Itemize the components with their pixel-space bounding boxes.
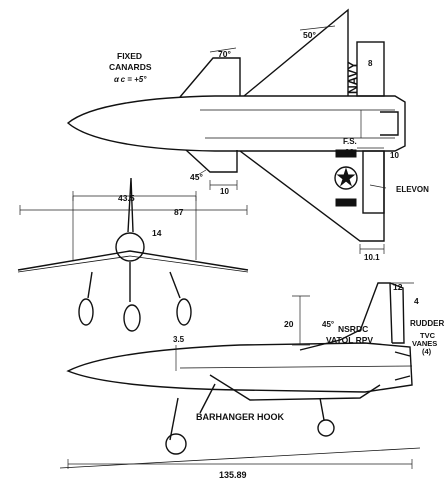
side-main-strut <box>169 397 179 441</box>
dim-10-left-line <box>209 180 238 190</box>
side-rear-wheel <box>317 419 335 437</box>
top-view: FIXED CANARDS α c = +5° 70° 50° 45° 8 10… <box>66 8 429 262</box>
front-wing <box>17 250 249 271</box>
dim-20-line <box>292 295 310 346</box>
side-tvc-vanes <box>394 351 411 381</box>
angle-50-arc <box>299 25 336 31</box>
label-rudder: RUDDER <box>410 319 444 328</box>
label-angle-45-side: 45° <box>322 320 334 329</box>
dim-10-1-line <box>359 244 385 254</box>
roundel-bar-top <box>335 149 357 158</box>
dim-135-line <box>67 459 413 469</box>
label-angle-45-top: 45° <box>190 172 203 182</box>
front-fin <box>127 177 134 233</box>
side-centerline <box>179 365 413 369</box>
side-hook <box>199 383 216 414</box>
label-fs: F.S. <box>343 137 357 146</box>
side-ground-line <box>59 447 421 469</box>
label-dim-8: 8 <box>368 59 373 68</box>
side-dorsal <box>299 329 361 351</box>
angle-45-arc <box>195 169 207 177</box>
canard-upper <box>179 57 241 98</box>
label-vanes: VANES <box>412 339 437 348</box>
front-wing-lower <box>17 255 249 273</box>
wing-upper <box>243 8 349 97</box>
front-nose-wheel <box>123 304 141 332</box>
label-vanes-count: (4) <box>422 347 432 356</box>
label-dim-87: 87 <box>174 207 184 217</box>
label-dim-3-5: 3.5 <box>173 335 185 344</box>
side-main-wheel <box>165 433 187 455</box>
dim-verticals <box>72 196 197 260</box>
label-dim-4: 4 <box>414 296 419 306</box>
label-fs-val: 98 <box>345 148 354 157</box>
front-gear-left-strut <box>87 271 93 299</box>
front-gear-left-wheel <box>78 298 94 326</box>
label-vatol: VATOL RPV <box>326 335 373 345</box>
elevon-upper <box>356 41 385 97</box>
top-nozzle <box>380 111 399 136</box>
label-canard-angle: α c = +5° <box>114 75 147 84</box>
front-fuselage <box>115 232 145 262</box>
front-view: 43.5 87 14 <box>17 177 249 332</box>
label-fixed: FIXED <box>117 51 142 61</box>
side-view: 12 4 20 45° 3.5 NSRDC VATOL RPV RUDDER T… <box>59 282 444 480</box>
label-angle-70: 70° <box>218 49 231 59</box>
dim-87-line <box>19 205 248 215</box>
elevon-lower <box>362 150 385 214</box>
label-canards: CANARDS <box>109 62 152 72</box>
label-dim-14: 14 <box>152 228 162 238</box>
label-dim-12: 12 <box>393 282 403 292</box>
front-gear-right-wheel <box>176 298 192 326</box>
label-elevon: ELEVON <box>396 185 429 194</box>
roundel-star <box>336 167 356 187</box>
angle-70-arc <box>209 47 237 53</box>
label-barhanger: BARHANGER HOOK <box>196 412 285 422</box>
side-rudder <box>389 282 405 344</box>
label-dim-43-5: 43.5 <box>118 193 135 203</box>
label-navy: NAVY <box>346 62 360 94</box>
roundel-bar-bottom <box>335 198 357 207</box>
label-dim-10-left: 10 <box>220 187 229 196</box>
label-dim-10-1: 10.1 <box>364 253 380 262</box>
side-rear-strut <box>319 397 325 421</box>
label-dim-10-right: 10 <box>390 151 399 160</box>
side-wing <box>209 374 381 401</box>
canard-lower <box>185 149 238 173</box>
label-tvc: TVC <box>420 331 436 340</box>
front-gear-right-strut <box>169 271 181 299</box>
elevon-leader <box>369 184 387 189</box>
label-dim-20: 20 <box>284 319 294 329</box>
label-angle-50: 50° <box>303 30 316 40</box>
label-dim-135-89: 135.89 <box>219 470 247 480</box>
top-fuselage <box>66 95 406 152</box>
label-nsrdc: NSRDC <box>338 324 368 334</box>
side-fin <box>359 282 393 344</box>
